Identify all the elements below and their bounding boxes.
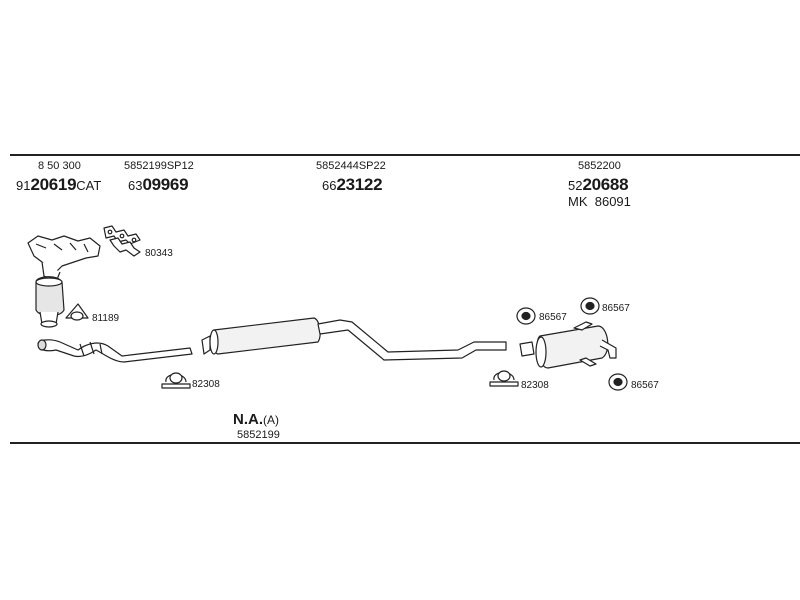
rubber-mount-1-icon [516, 307, 536, 325]
label-rubber-mount-3: 86567 [631, 380, 659, 391]
label-clamp-front: 82308 [192, 379, 220, 390]
label-gasket-ring: 81189 [92, 313, 120, 324]
top-rule [10, 154, 800, 156]
na-note: N.A.(A) [233, 412, 279, 428]
gasket-ring-icon [65, 303, 89, 321]
label-rubber-mount-2: 86567 [602, 303, 630, 314]
col2-ref: 5852199SP12 [124, 160, 194, 172]
col1-code-prefix: 91 [16, 178, 31, 193]
col4-code-main: 20688 [582, 175, 629, 194]
bottom-rule [10, 442, 800, 444]
col1-ref: 8 50 300 [38, 160, 81, 172]
rear-silencer-icon [519, 321, 617, 369]
col2-code-prefix: 63 [128, 178, 143, 193]
col4-code-prefix: 52 [568, 178, 583, 193]
na-label: N.A. [233, 411, 263, 428]
col4-code: 5220688 [568, 175, 629, 194]
middle-silencer-icon [201, 317, 507, 361]
col4-mk-label: MK [568, 194, 588, 209]
col1-code-suffix: CAT [76, 178, 102, 193]
clamp-rear-icon [489, 370, 519, 387]
clamp-front-icon [161, 372, 191, 389]
col1-code: 9120619CAT [16, 176, 101, 194]
manifold-catalyst-icon [27, 235, 101, 328]
front-pipe-icon [37, 339, 193, 363]
col3-code-prefix: 66 [322, 178, 337, 193]
col3-ref: 5852444SP22 [316, 160, 386, 172]
col2-code-main: 09969 [142, 175, 189, 194]
rubber-mount-2-icon [580, 297, 600, 315]
na-suffix: (A) [263, 413, 279, 427]
col2-code: 6309969 [128, 175, 189, 194]
col3-code: 6623122 [322, 175, 383, 194]
col4-mk-value: 86091 [594, 194, 631, 209]
label-clamp-rear: 82308 [521, 380, 549, 391]
col4-ref: 5852200 [578, 160, 621, 172]
manifold-gasket-icon [103, 225, 141, 257]
na-code: 5852199 [237, 429, 280, 441]
rubber-mount-3-icon [608, 373, 628, 391]
label-rubber-mount-1: 86567 [539, 312, 567, 323]
col4-mk: MK 86091 [568, 195, 631, 208]
label-gasket: 80343 [145, 248, 173, 259]
col3-code-main: 23122 [336, 175, 383, 194]
col1-code-main: 20619 [30, 175, 77, 194]
